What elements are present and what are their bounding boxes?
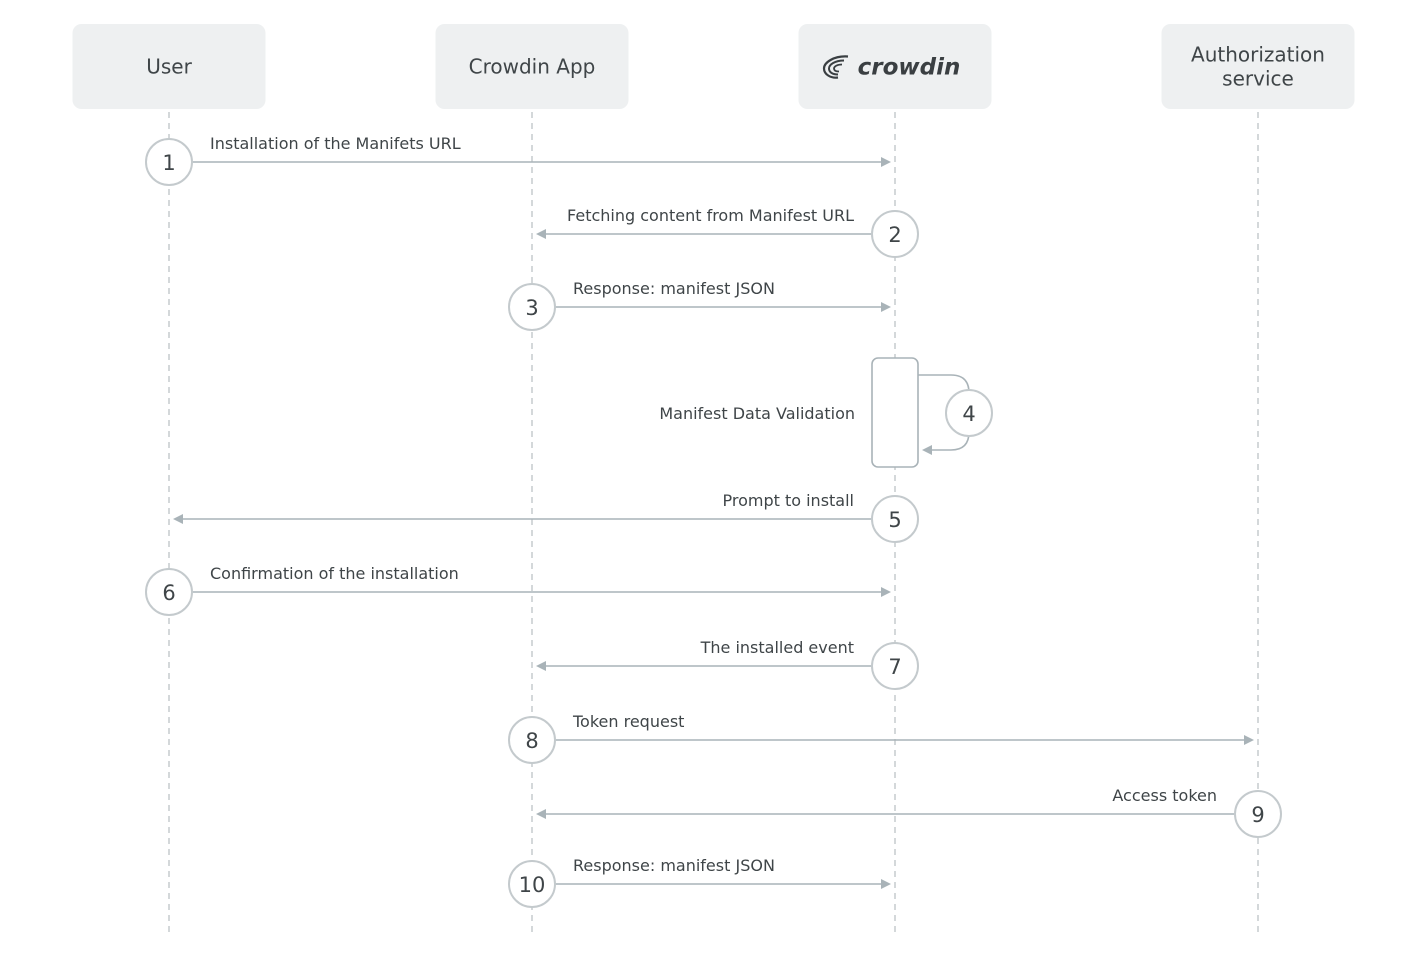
message-label: Confirmation of the installation — [210, 564, 459, 583]
arrowhead — [536, 809, 546, 819]
message-step-3: 3 Response: manifest JSON — [508, 279, 891, 331]
arrowhead — [173, 514, 183, 524]
participant-crowdin-app: Crowdin App — [435, 24, 629, 109]
message-label: Response: manifest JSON — [573, 856, 775, 875]
participant-box — [435, 24, 629, 109]
message-step-5: 5 Prompt to install — [173, 491, 919, 543]
message-step-8: 8 Token request — [508, 712, 1254, 764]
participant-crowdin: crowdin — [798, 24, 992, 109]
crowdin-logo-icon — [822, 55, 849, 79]
messages: 1 Installation of the Manifets URL 2 Fetchi… — [145, 134, 1282, 908]
participant-box — [798, 24, 992, 109]
arrowhead — [536, 661, 546, 671]
step-circle — [871, 642, 919, 690]
message-label: Manifest Data Validation — [659, 404, 855, 423]
message-label: Token request — [572, 712, 684, 731]
step-circle — [871, 210, 919, 258]
arrowhead — [536, 229, 546, 239]
message-step-4: 4 Manifest Data Validation — [659, 357, 993, 468]
participant-user: User — [72, 24, 266, 109]
arrowhead — [881, 587, 891, 597]
participant-label: Authorization — [1191, 43, 1325, 67]
step-circle — [145, 138, 193, 186]
lifelines — [168, 112, 1259, 932]
message-label: Installation of the Manifets URL — [210, 134, 461, 153]
participant-box — [1161, 24, 1355, 109]
step-number: 4 — [962, 402, 975, 426]
participant-box — [72, 24, 266, 109]
step-number: 9 — [1251, 803, 1264, 827]
step-number: 7 — [888, 655, 901, 679]
arrowhead — [881, 157, 891, 167]
participant-label: User — [146, 55, 192, 79]
message-label: Response: manifest JSON — [573, 279, 775, 298]
participants: User Crowdin App crowdin Authorizationservi… — [72, 24, 1355, 109]
step-number: 5 — [888, 508, 901, 532]
step-number: 3 — [525, 296, 538, 320]
step-circle — [145, 568, 193, 616]
message-step-10: 10 Response: manifest JSON — [508, 856, 891, 908]
arrowhead — [881, 879, 891, 889]
message-step-1: 1 Installation of the Manifets URL — [145, 134, 891, 186]
step-number: 2 — [888, 223, 901, 247]
step-number: 8 — [525, 729, 538, 753]
message-label: Fetching content from Manifest URL — [567, 206, 854, 225]
step-circle — [871, 495, 919, 543]
message-step-6: 6 Confirmation of the installation — [145, 564, 891, 616]
message-label: The installed event — [700, 638, 854, 657]
step-circle — [508, 716, 556, 764]
step-circle — [945, 389, 993, 437]
step-circle — [508, 283, 556, 331]
step-number: 6 — [162, 581, 175, 605]
participant-label: service — [1222, 67, 1294, 91]
step-circle — [1234, 790, 1282, 838]
participant-label: crowdin — [858, 55, 961, 81]
arrowhead — [881, 302, 891, 312]
message-step-9: 9 Access token — [536, 786, 1282, 838]
activation-box — [871, 357, 919, 468]
step-number: 1 — [162, 151, 175, 175]
arrowhead — [922, 445, 932, 455]
arrowhead — [1244, 735, 1254, 745]
participant-label: Crowdin App — [469, 55, 596, 79]
message-step-7: 7 The installed event — [536, 638, 919, 690]
step-number: 10 — [519, 873, 546, 897]
step-circle — [508, 860, 556, 908]
message-step-2: 2 Fetching content from Manifest URL — [536, 206, 919, 258]
message-label: Prompt to install — [722, 491, 854, 510]
message-label: Access token — [1112, 786, 1217, 805]
